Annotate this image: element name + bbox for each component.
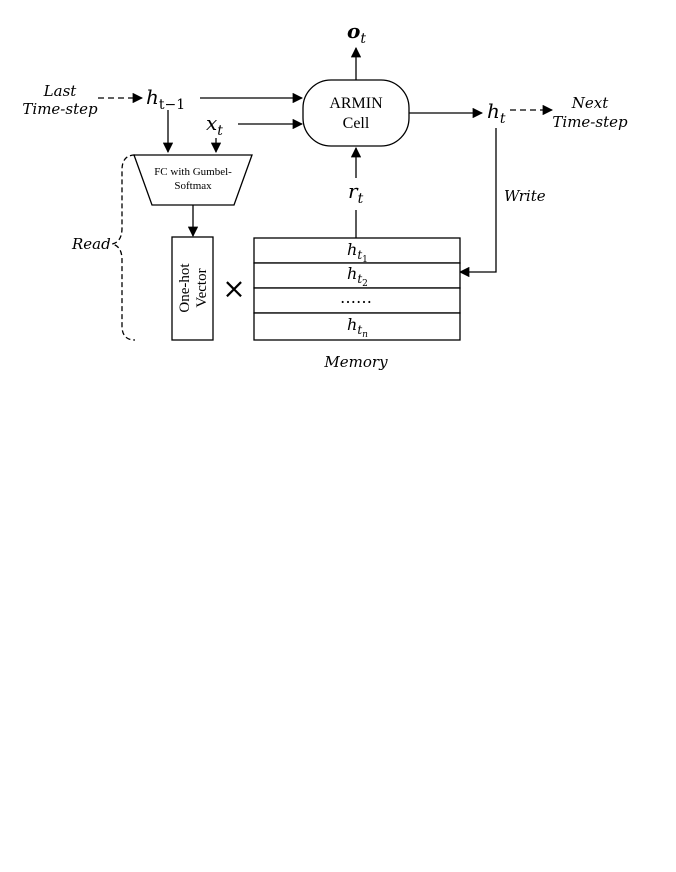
memory-slot-1	[253, 237, 461, 264]
one-hot-label: One-hotVector	[177, 263, 210, 313]
memory-block: ht1 ht2 …… htn	[253, 237, 461, 341]
memory-slot-4	[253, 312, 461, 341]
o-t-label: ot	[347, 19, 366, 47]
memory-slot-2-label: ht2	[347, 264, 368, 289]
fc-gumbel-softmax-box	[133, 154, 253, 206]
armin-cell-label-line2: Cell	[343, 115, 370, 132]
armin-cell-label-line1: ARMIN	[329, 95, 383, 112]
read-brace	[111, 154, 136, 341]
fc-label-line1: FC with Gumbel-	[154, 166, 232, 178]
memory-slot-3-label: ……	[340, 288, 372, 307]
write-label: Write	[504, 187, 546, 205]
r-t-label: rt	[348, 179, 364, 207]
h-t-label: ht	[487, 99, 506, 127]
last-timestep-label-line1: Last	[43, 82, 78, 100]
next-timestep-label-line1: Next	[571, 94, 609, 112]
h-prev-label: ht−1	[146, 85, 185, 113]
memory-slot-3	[253, 287, 461, 314]
times-sign: ×	[222, 272, 245, 305]
memory-slot-4-label: htn	[347, 315, 368, 340]
memory-label: Memory	[323, 353, 388, 371]
memory-slot-2	[253, 262, 461, 289]
fc-label-line2: Softmax	[174, 180, 212, 192]
armin-cell-box	[302, 79, 410, 147]
write-arrow-path	[458, 128, 497, 278]
read-label: Read	[71, 235, 111, 253]
last-timestep-label-line2: Time-step	[22, 100, 98, 118]
memory-slot-1-label: ht1	[347, 240, 368, 265]
x-t-label: xt	[206, 111, 223, 139]
one-hot-vector-box	[171, 236, 214, 341]
next-timestep-label-line2: Time-step	[552, 113, 628, 131]
